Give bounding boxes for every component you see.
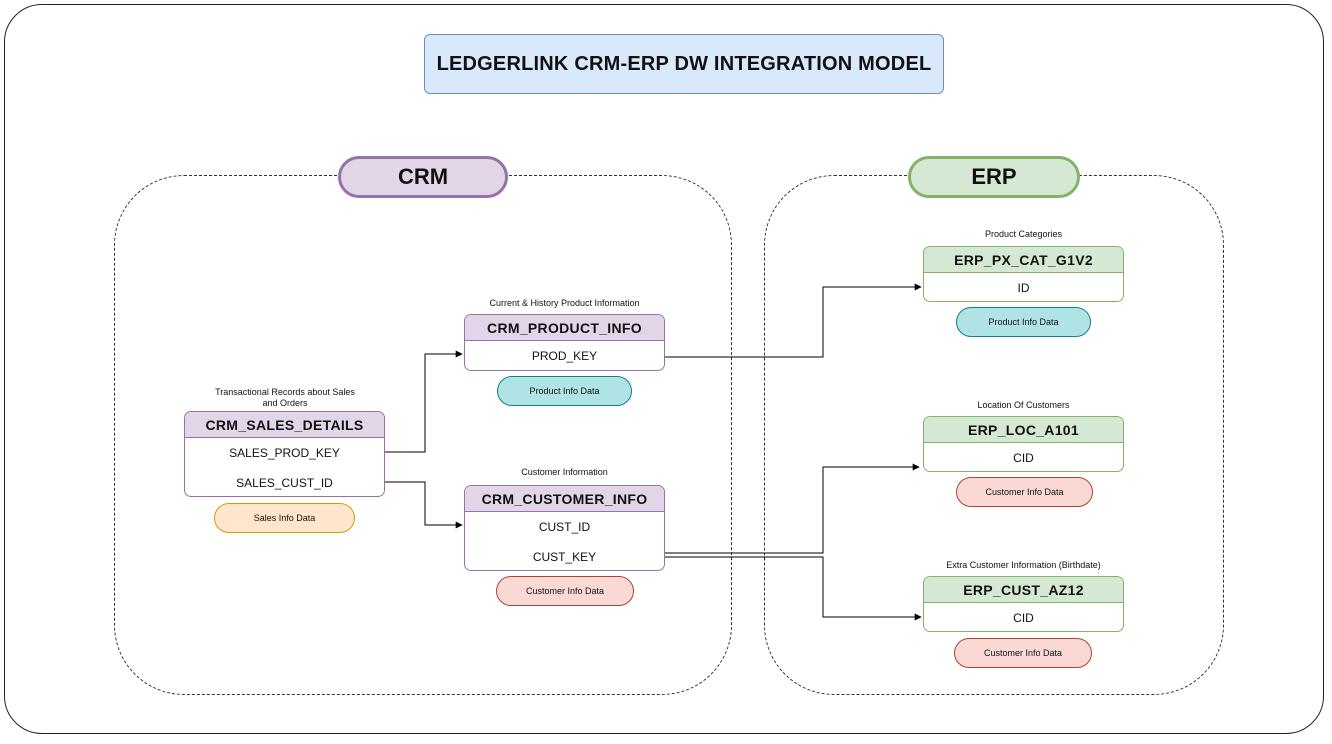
field-cid: CID [1013, 611, 1034, 625]
table-name: ERP_CUST_AZ12 [924, 577, 1123, 603]
link-customer-to-custaz [665, 556, 922, 621]
crm-product-info-table[interactable]: CRM_PRODUCT_INFO PROD_KEY [464, 314, 665, 371]
table-name: CRM_SALES_DETAILS [185, 412, 384, 438]
canvas-frame [4, 4, 1324, 734]
loc-tag: Customer Info Data [956, 477, 1093, 507]
field-sales-prod-key: SALES_PROD_KEY [229, 446, 340, 460]
link-sales-to-product [385, 350, 463, 453]
field-cid: CID [1013, 451, 1034, 465]
px-cat-caption: Product Categories [984, 229, 1063, 239]
link-sales-to-customer [385, 481, 463, 529]
crm-sales-details-table[interactable]: CRM_SALES_DETAILS SALES_PROD_KEY SALES_C… [184, 411, 385, 497]
table-name: ERP_LOC_A101 [924, 417, 1123, 443]
link-product-to-pxcat [665, 283, 922, 358]
erp-px-cat-table[interactable]: ERP_PX_CAT_G1V2 ID [923, 246, 1124, 302]
product-info-caption: Current & History Product Information [489, 298, 640, 308]
table-name: ERP_PX_CAT_G1V2 [924, 247, 1123, 273]
cust-az-tag: Customer Info Data [954, 638, 1092, 668]
customer-info-tag: Customer Info Data [496, 576, 634, 606]
px-cat-tag: Product Info Data [956, 307, 1091, 337]
crm-customer-info-table[interactable]: CRM_CUSTOMER_INFO CUST_ID CUST_KEY [464, 485, 665, 571]
diagram-title: LEDGERLINK CRM-ERP DW INTEGRATION MODEL [424, 34, 944, 94]
customer-info-caption: Customer Information [521, 467, 608, 477]
field-cust-key: CUST_KEY [532, 550, 597, 564]
sales-details-caption: Transactional Records about Sales and Or… [215, 387, 355, 408]
field-prod-key: PROD_KEY [531, 349, 598, 363]
product-info-tag: Product Info Data [497, 376, 632, 406]
field-sales-cust-id: SALES_CUST_ID [236, 476, 333, 490]
sales-info-tag: Sales Info Data [214, 503, 355, 533]
table-name: CRM_CUSTOMER_INFO [465, 486, 664, 512]
crm-group-label: CRM [338, 156, 508, 198]
field-cust-id: CUST_ID [538, 520, 591, 534]
field-id: ID [1017, 281, 1030, 295]
loc-caption: Location Of Customers [977, 400, 1070, 410]
erp-group-label: ERP [908, 156, 1080, 198]
erp-cust-az-table[interactable]: ERP_CUST_AZ12 CID [923, 576, 1124, 632]
link-customer-to-loc [665, 463, 920, 554]
table-name: CRM_PRODUCT_INFO [465, 315, 664, 341]
erp-loc-table[interactable]: ERP_LOC_A101 CID [923, 416, 1124, 472]
cust-az-caption: Extra Customer Information (Birthdate) [946, 560, 1101, 570]
